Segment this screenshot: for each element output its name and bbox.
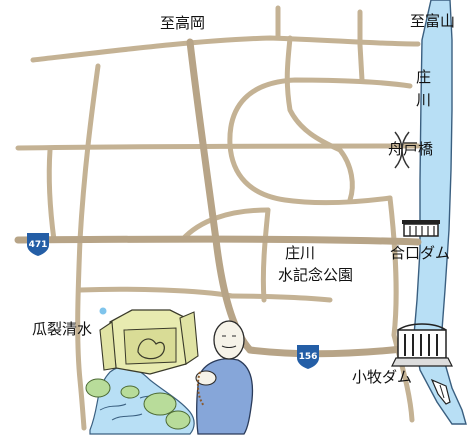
spring-water-illustration [85,366,195,435]
boat-icon [430,378,451,405]
label-to-takaoka: 至高岡 [160,14,205,32]
road-east-upper [284,35,343,153]
route-156-shield: 156 [297,345,319,369]
road-loop-south [227,142,393,206]
route-156-label: 156 [299,352,318,362]
road-park-south [260,207,271,303]
label-sho-river-1: 庄 [416,68,431,86]
road-mid-loop [179,207,271,243]
route-471-road [14,235,422,246]
road-middle [15,143,421,151]
komaki-dam-icon [391,323,453,367]
sho-river [413,0,467,425]
route-471-shield: 471 [27,233,49,256]
road-loop-east [337,147,355,203]
funado-bridge-icon [394,131,410,169]
road-toyama-link [357,9,365,83]
label-urizura-shimizu: 瓜裂清水 [32,320,92,338]
road-east-south [387,195,399,338]
label-park-line1: 庄川 [285,244,315,262]
road-west-3 [46,147,57,243]
road-west-1 [77,63,101,243]
label-komaki-dam: 小牧ダム [352,368,412,386]
road-north-arc [30,35,421,63]
road-west-2 [75,237,87,431]
road-south-west [77,286,235,299]
goguchi-dam-icon [402,220,440,237]
road-south-east [229,293,333,303]
label-sho-river-2: 川 [416,91,431,109]
route-156-road [246,338,422,358]
road-loop [227,77,413,148]
label-park-line2: 水記念公園 [278,266,353,284]
stone-monument-illustration [99,309,199,375]
label-funado-bridge: 舟戸橋 [388,140,433,158]
monk-illustration [195,320,254,435]
label-to-toyama: 至富山 [410,12,455,30]
road-river-spur [391,332,415,423]
main-road-takaoka [186,38,254,354]
urizura-spring-dot [99,307,107,315]
road-network [15,5,421,431]
label-goguchi-dam: 合口ダム [390,244,450,262]
route-471-label: 471 [29,240,48,250]
